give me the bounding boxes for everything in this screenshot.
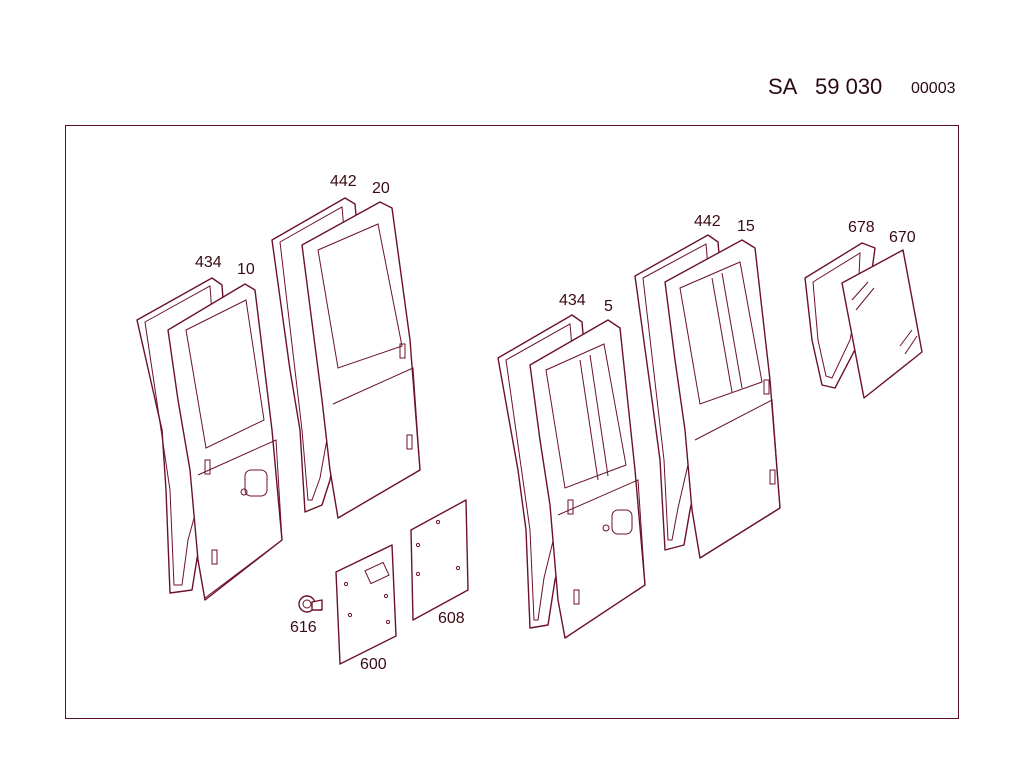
part-670-window-glass[interactable] <box>841 249 923 399</box>
part-608-trim-panel[interactable] <box>410 499 469 621</box>
part-15-rear-door-window[interactable] <box>664 239 781 559</box>
callout-608: 608 <box>438 610 465 627</box>
callout-616: 616 <box>290 619 317 636</box>
callout-442-left: 442 <box>330 173 357 190</box>
callout-442-right: 442 <box>694 213 721 230</box>
callout-434-left: 434 <box>195 254 222 271</box>
part-600-trim-panel[interactable] <box>335 544 397 665</box>
callout-20: 20 <box>372 180 390 197</box>
part-10-rear-door-left[interactable] <box>167 283 283 601</box>
callout-600: 600 <box>360 656 387 673</box>
callout-15: 15 <box>737 218 755 235</box>
catalog-prefix: SA <box>768 74 798 99</box>
part-616-clip[interactable] <box>298 595 323 613</box>
part-5-rear-door-right[interactable] <box>529 319 646 639</box>
callout-5: 5 <box>604 298 613 315</box>
callout-670: 670 <box>889 229 916 246</box>
sheet-code: 00003 <box>911 80 956 97</box>
callout-434-mid: 434 <box>559 292 586 309</box>
part-20-rear-door-upper[interactable] <box>301 201 421 519</box>
callout-678: 678 <box>848 219 875 236</box>
group-number: 59 030 <box>815 74 883 99</box>
callout-10: 10 <box>237 261 255 278</box>
diagram-frame <box>65 125 959 719</box>
